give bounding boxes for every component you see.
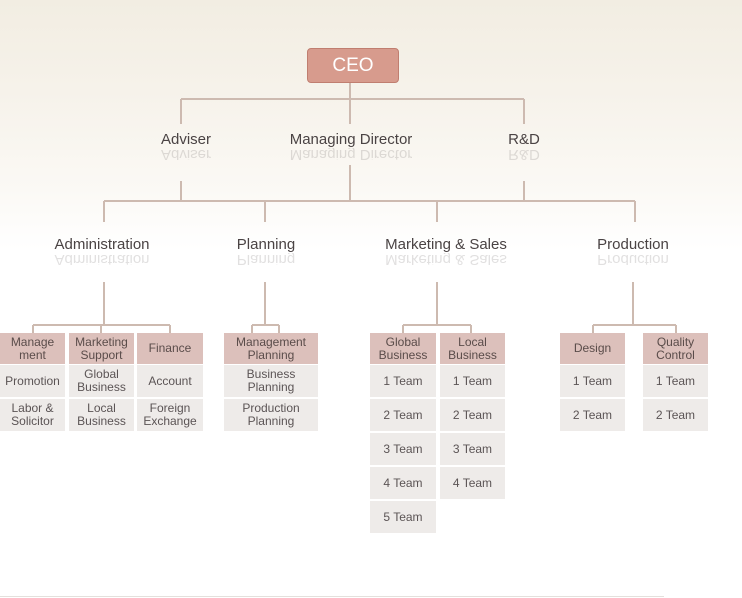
node-adviser-label: Adviser [160,131,212,148]
dept-item: 1 Team [560,365,625,399]
node-managing-director: Managing Director Managing Director [290,131,413,160]
node-production-reflection: Production [597,253,669,265]
dept-item: 4 Team [440,467,505,501]
dept-item: Promotion [0,365,65,399]
dept-head: Design [560,333,625,365]
node-production-label: Production [597,236,669,253]
node-production: Production Production [597,236,669,265]
node-marketing-sales: Marketing & Sales Marketing & Sales [385,236,507,265]
dept-item: 4 Team [370,467,436,501]
dept-item: 3 Team [440,433,505,467]
node-administration-label: Administration [54,236,150,253]
node-marketing-sales-reflection: Marketing & Sales [385,253,507,265]
dept-item: 3 Team [370,433,436,467]
dept-item: 2 Team [440,399,505,433]
node-administration: Administration Administration [54,236,149,265]
dept-item: 5 Team [370,501,436,535]
ceo-box: CEO [307,48,399,83]
dept-item: Labor &Solicitor [0,399,65,433]
node-rnd-label: R&D [508,131,540,148]
node-administration-reflection: Administration [54,253,150,265]
node-marketing-sales-label: Marketing & Sales [385,236,507,253]
dept-item: 2 Team [370,399,436,433]
node-planning: Planning Planning [237,236,295,265]
dept-head: Finance [137,333,203,365]
node-managing-director-reflection: Managing Director [289,148,413,160]
node-managing-director-label: Managing Director [289,131,413,148]
node-adviser-reflection: Adviser [160,148,212,160]
dept-design: Design 1 Team 2 Team [560,333,625,433]
node-adviser: Adviser Adviser [161,131,211,160]
node-planning-reflection: Planning [236,253,296,265]
dept-item: 1 Team [370,365,436,399]
dept-item: 1 Team [440,365,505,399]
node-rnd: R&D R&D [508,131,540,160]
dept-item: 1 Team [643,365,708,399]
dept-item: 2 Team [560,399,625,433]
dept-item: Account [137,365,203,399]
dept-item: 2 Team [643,399,708,433]
footer-divider [0,596,664,597]
node-rnd-reflection: R&D [508,148,540,160]
node-planning-label: Planning [236,236,296,253]
